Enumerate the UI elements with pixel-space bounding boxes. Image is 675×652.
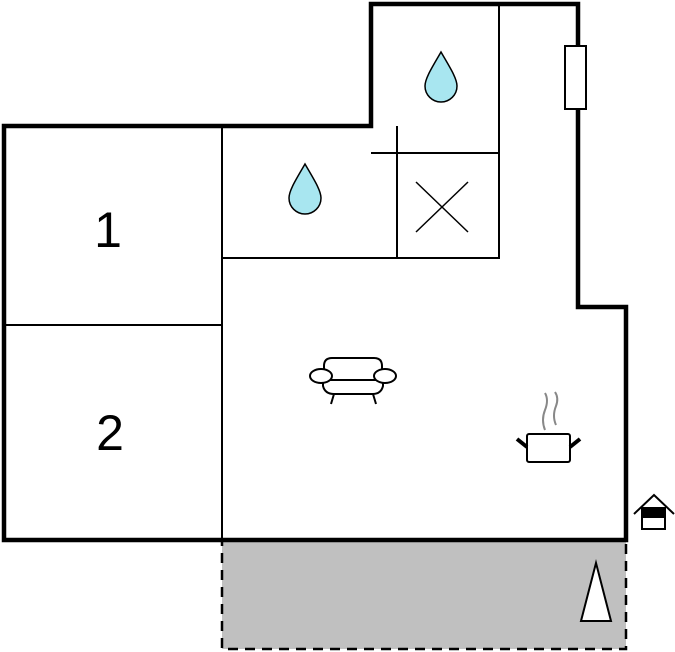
water-drop-icon <box>288 162 322 215</box>
interior-walls <box>4 4 500 540</box>
window-icon <box>564 45 587 110</box>
sofa-icon <box>309 357 397 405</box>
entrance-house-icon <box>633 493 675 530</box>
water-drop-icon <box>424 50 458 103</box>
room-label-2: 2 <box>96 405 124 461</box>
room-label-1: 1 <box>94 202 122 258</box>
cooking-pot-icon <box>515 391 582 463</box>
north-arrow-icon <box>579 559 613 622</box>
toilet-cross-icon <box>415 181 469 233</box>
outer-wall <box>1 1 629 543</box>
terrace <box>220 538 628 651</box>
